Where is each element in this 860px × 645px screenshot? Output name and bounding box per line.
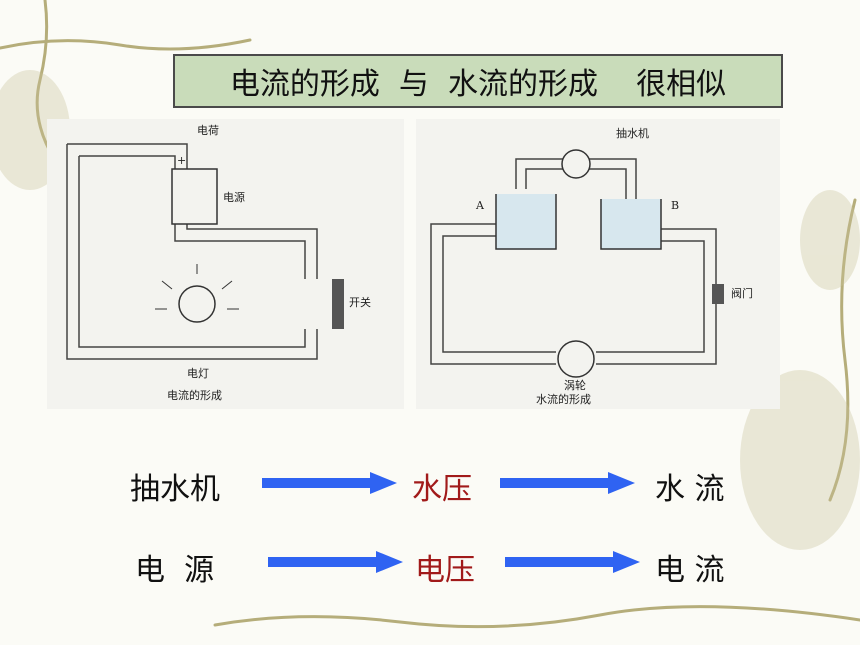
arrow-right-icon bbox=[262, 472, 397, 494]
turbine-icon bbox=[557, 340, 595, 378]
label-valve: 阀门 bbox=[731, 286, 753, 300]
label-pump: 抽水机 bbox=[616, 126, 649, 140]
svg-text:+: + bbox=[177, 154, 186, 167]
tank-a-icon bbox=[495, 194, 557, 250]
arrow-right-icon bbox=[505, 551, 640, 573]
page-title: 电流的形成 与 水流的形成 很相似 bbox=[173, 54, 783, 108]
label-lamp: 电灯 bbox=[187, 367, 209, 380]
row1-middle: 水压 bbox=[412, 472, 472, 507]
valve-icon bbox=[712, 284, 724, 304]
tank-b-icon bbox=[600, 199, 662, 250]
battery-icon bbox=[171, 168, 218, 225]
label-a: A bbox=[475, 199, 485, 212]
switch-icon bbox=[332, 279, 344, 329]
label-b: B bbox=[671, 199, 679, 212]
row2-middle: 电压 bbox=[415, 553, 475, 588]
caption-electric: 电流的形成 bbox=[167, 388, 222, 402]
label-charge: 电荷 bbox=[197, 124, 219, 137]
label-turbine: 涡轮 bbox=[564, 378, 586, 392]
arrow-right-icon bbox=[268, 551, 403, 573]
lamp-icon bbox=[178, 285, 216, 323]
arrow-right-icon bbox=[500, 472, 635, 494]
water-circuit-diagram: 抽水机 A B 阀门 涡轮 水流的形成 bbox=[416, 119, 780, 409]
label-switch: 开关 bbox=[349, 295, 371, 309]
row2-left: 电 源 bbox=[135, 553, 215, 588]
row1-right: 水 流 bbox=[655, 472, 725, 507]
label-source: 电源 bbox=[223, 190, 245, 204]
caption-water: 水流的形成 bbox=[536, 392, 591, 406]
row2-right: 电 流 bbox=[655, 553, 725, 588]
row1-left: 抽水机 bbox=[130, 472, 220, 507]
pump-icon bbox=[561, 149, 591, 179]
electric-circuit-diagram: + 电荷 电源 开关 电灯 电流的形成 bbox=[47, 119, 404, 409]
